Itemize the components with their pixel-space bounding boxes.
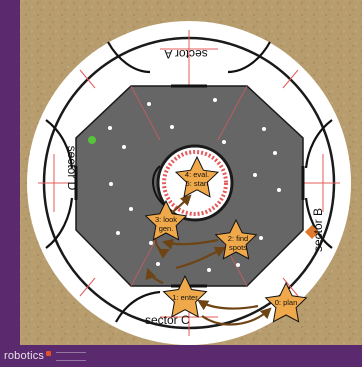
step-label-enter: 1: enter: [172, 293, 198, 302]
step-label-eval: 4: eval.: [185, 170, 209, 179]
step-label-plan: 0: plan: [275, 298, 298, 307]
sector-a-label: sector A: [164, 47, 207, 61]
sector-d-label: sector D: [65, 146, 79, 191]
logo-subtext-graphic: [56, 352, 86, 361]
step-label-start: 5: start: [186, 179, 210, 188]
logo-mark-icon: [46, 351, 51, 356]
step-label-gen: gen.: [159, 224, 174, 233]
logo-wordmark: robotics: [4, 350, 44, 362]
step-label-find: 2: find: [228, 234, 248, 243]
sector-c-label: sector C: [145, 313, 190, 327]
step-label-spots: spots: [229, 243, 247, 252]
sector-b-label: sector B: [311, 208, 325, 252]
sector-d-marker: [88, 136, 96, 144]
robotics-logo: robotics: [4, 348, 86, 364]
step-label-look: 3: look: [155, 215, 177, 224]
